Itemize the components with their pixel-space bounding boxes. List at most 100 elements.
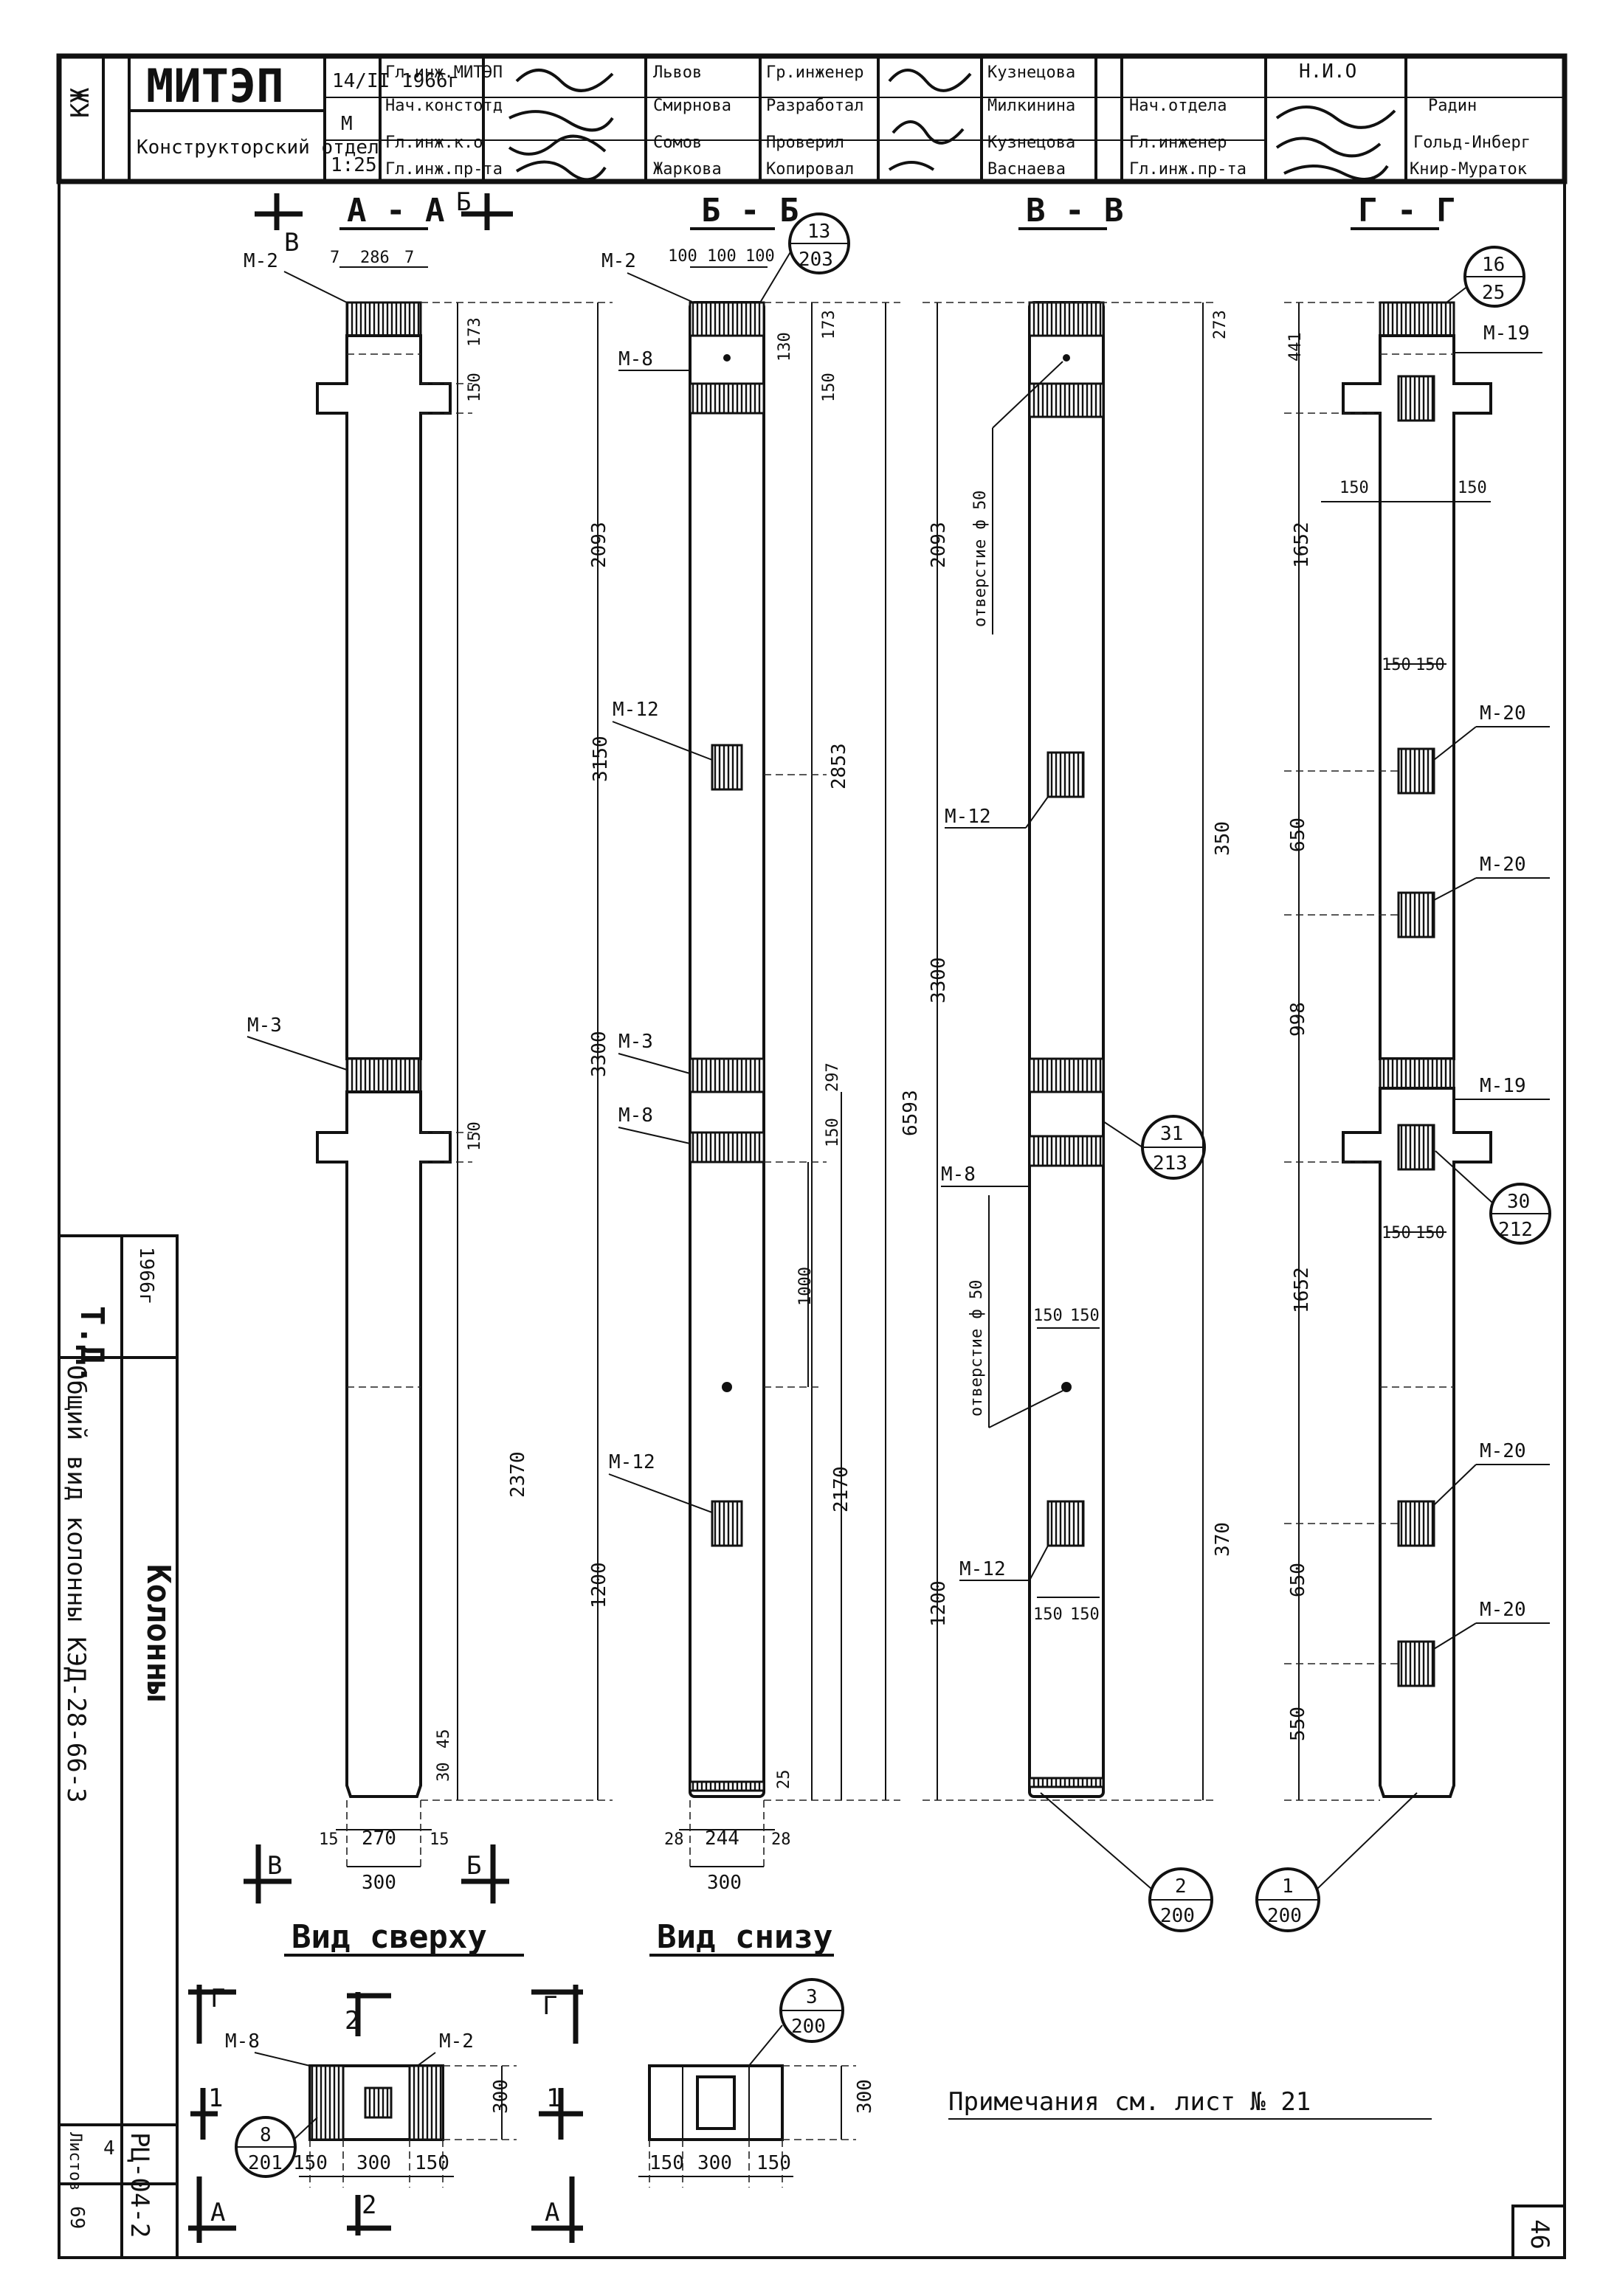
vv-plate-3 — [1028, 1057, 1105, 1093]
gg-dim-1652-bottom: 1652 — [1291, 1267, 1313, 1313]
bottom-plate — [696, 2075, 736, 2130]
stamp-role2-2: Разработал — [766, 97, 863, 115]
stamp-role3-1: Нач.отдела — [1129, 97, 1227, 115]
top-callout-bottom: 201 — [248, 2152, 283, 2174]
vv-dim-3300: 3300 — [928, 957, 950, 1003]
top-callout: 8 201 — [235, 2116, 318, 2178]
top-marker-6: 2 — [362, 2190, 376, 2220]
gg-callout-16-bottom: 25 — [1482, 282, 1505, 304]
aa-dim-150-mid: 150 — [466, 1121, 484, 1151]
top-marker-1: Г — [210, 1984, 225, 2013]
vv-dim-350: 350 — [1212, 821, 1234, 856]
aa-dim-30: 30 — [435, 1763, 453, 1782]
stamp-role-1: Гл.инж.МИТЭП — [385, 63, 503, 82]
gg-callout-30-bottom: 212 — [1498, 1219, 1533, 1241]
vv-hole-dim-3: 150 — [1033, 1605, 1063, 1624]
vv-dim-273: 273 — [1211, 310, 1230, 339]
gg-dim-441: 441 — [1286, 332, 1305, 362]
aa-column-top-plate — [345, 301, 422, 337]
top-dim-150-right: 150 — [415, 2152, 449, 2174]
stamp-name3-3: Книр-Мураток — [1410, 160, 1527, 179]
gg-label-m20-1: М-20 — [1480, 702, 1526, 725]
aa-width-270: 270 — [362, 1828, 396, 1850]
vv-label-m8: М-8 — [941, 1163, 976, 1186]
bb-width-28-right: 28 — [771, 1830, 791, 1849]
gg-joint-plate — [1379, 1057, 1455, 1090]
top-callout-top: 8 — [260, 2124, 272, 2146]
gg-side-dim-3: 150 — [1382, 656, 1411, 674]
aa-marker-3: В — [267, 1851, 282, 1881]
bb-width-300: 300 — [707, 1872, 742, 1894]
stamp-scale-label: М — [341, 113, 353, 135]
stamp-scale: 1:25 — [331, 154, 377, 176]
gg-callout-1-top: 1 — [1282, 1875, 1294, 1898]
top-plate-center — [364, 2086, 393, 2119]
view-bottom-title: Вид снизу — [657, 1918, 832, 1956]
bb-top-dim-1: 100 — [668, 247, 697, 266]
section-gg: Г - Г 16 25 М-19 М-20 М-20 М-19 М-20 — [1255, 192, 1551, 1932]
bb-plate-m8-mid — [689, 1131, 765, 1163]
bb-dim-150-top: 150 — [820, 373, 838, 402]
top-marker-8: А — [545, 2198, 559, 2227]
gg-insert-m20-3 — [1397, 1500, 1435, 1547]
bb-dim-130: 130 — [776, 332, 794, 362]
vv-label-m12-upper: М-12 — [945, 806, 991, 828]
bb-dim-297: 297 — [824, 1062, 842, 1092]
aa-dim-150-top: 150 — [466, 373, 484, 402]
bb-column — [689, 301, 765, 1798]
bb-callout-bottom: 203 — [799, 249, 833, 271]
gg-dim-1652-top: 1652 — [1291, 522, 1313, 568]
top-plate-right — [408, 2064, 444, 2141]
gg-label-m20-2: М-20 — [1480, 854, 1526, 876]
gg-dim-998: 998 — [1287, 1002, 1309, 1037]
bb-label-m8-mid: М-8 — [618, 1104, 653, 1127]
side-subtitle: Общий вид колонны КЭД-28-66-3 — [61, 1365, 91, 1803]
gg-top-plate — [1379, 301, 1455, 337]
gg-side-dim-2: 150 — [1458, 479, 1487, 497]
view-top-title: Вид сверху — [292, 1918, 487, 1956]
aa-dim-3150: 3150 — [590, 736, 612, 782]
bb-callout: 13 203 — [759, 212, 850, 303]
vv-dim-370: 370 — [1212, 1522, 1234, 1557]
view-top: Вид сверху Г 2 Г М-8 М-2 300 150 300 150 — [188, 1918, 583, 2243]
stamp-name-1: Львов — [653, 63, 702, 82]
gg-callout-1: 1 200 — [1255, 1792, 1418, 1932]
gg-label-m19-mid: М-19 — [1480, 1075, 1526, 1097]
bb-width-28-left: 28 — [664, 1830, 684, 1849]
stamp-role2-4: Копировал — [766, 160, 854, 179]
bb-label-m8-top: М-8 — [618, 348, 653, 370]
vv-hole-label-1: отверстие ф 50 — [971, 491, 990, 627]
gg-label-m20-4: М-20 — [1480, 1599, 1526, 1621]
gg-column-lower — [1342, 1087, 1492, 1798]
side-type: Т.Д. — [73, 1306, 111, 1384]
bb-bottom-plate — [689, 1780, 765, 1792]
vv-callout-2-bottom: 200 — [1160, 1905, 1195, 1927]
gg-dim-650-bottom: 650 — [1287, 1563, 1309, 1597]
section-vv: В - В отверстие ф 50 отверстие ф 50 М-12… — [923, 192, 1234, 1932]
gg-side-dim-1: 150 — [1339, 479, 1369, 497]
vv-title: В - В — [1026, 192, 1123, 229]
gg-side-dim-4: 150 — [1415, 656, 1445, 674]
aa-column-joint-plate — [345, 1057, 422, 1093]
vv-callout-31: 31 213 — [1103, 1115, 1206, 1180]
signature-1 — [508, 69, 614, 181]
vv-dim-1200: 1200 — [928, 1580, 950, 1627]
stamp-name2-2: Милкинина — [987, 97, 1075, 115]
bottom-callout: 3 200 — [730, 1978, 844, 2089]
stamp-role3-2: Гл.инженер — [1129, 134, 1227, 152]
vv-hole-dim-2: 150 — [1070, 1307, 1100, 1325]
vv-hole-dim-4: 150 — [1070, 1605, 1100, 1624]
vv-bottom-plate — [1028, 1777, 1105, 1788]
bb-dim-25: 25 — [775, 1770, 793, 1790]
title-stamp: КЖ МИТЭП Конструкторский отдел 14/II 196… — [56, 53, 1568, 184]
aa-column-upper — [316, 334, 452, 1060]
vv-callout-31-bottom: 213 — [1153, 1152, 1187, 1175]
aa-marker-4: Б — [466, 1851, 481, 1881]
stamp-role2-1: Гр.инженер — [766, 63, 863, 82]
bottom-callout-top: 3 — [806, 1986, 818, 2008]
side-album: РЦ-04-2 — [125, 2132, 154, 2238]
bb-label-m12-lower: М-12 — [609, 1451, 655, 1473]
signature-2 — [888, 69, 972, 171]
aa-width-300: 300 — [362, 1872, 396, 1894]
